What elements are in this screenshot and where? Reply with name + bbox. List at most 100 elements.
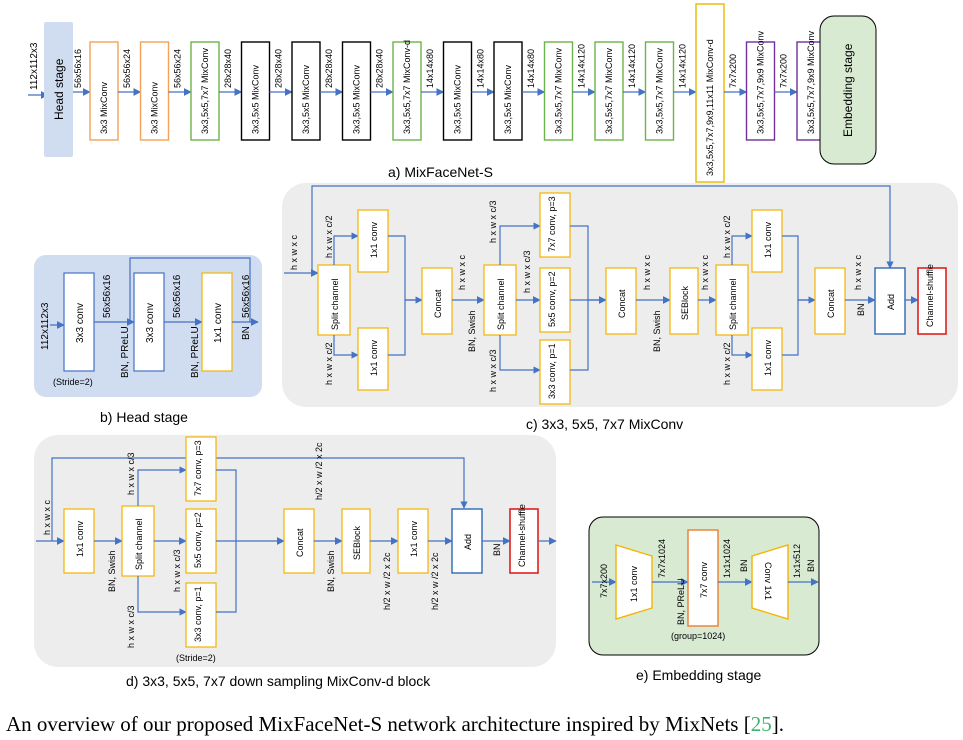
- b-dim3: 56x56x16: [241, 274, 252, 318]
- c-split2-label: Split channel: [496, 278, 506, 330]
- d-seblock: [341, 508, 371, 574]
- e-conv2: [687, 529, 719, 627]
- c-split1-label: Split channel: [330, 278, 340, 330]
- d-conv2-label: 1x1 conv: [409, 520, 419, 557]
- a-dim: 28x28x40: [223, 49, 233, 88]
- d-stride: (Stride=2): [176, 653, 216, 663]
- a-block: [594, 41, 624, 141]
- d-dim-half3: h/2 x w /2 x 2c: [430, 552, 440, 610]
- section-c: h x w x c Split channel h x w x c/2 h x …: [282, 183, 958, 432]
- d-dim-c3c: h x w x c/3: [126, 605, 136, 648]
- e-conv1-trapezoid: [615, 544, 653, 620]
- b-conv2-label: 3x3 conv: [145, 303, 156, 343]
- a-block: [240, 41, 271, 141]
- c-add-label: Add: [886, 294, 896, 310]
- c-dim-c3a: h x w x c/3: [488, 200, 498, 243]
- a-block-label: 3x3,5x5,7x7 MixConv: [200, 47, 210, 134]
- d-conv5-label: 5x5 conv, p=2: [193, 512, 203, 568]
- a-block-label: 3x3 MixConv: [150, 81, 160, 134]
- c-concat1-label: Concat: [433, 289, 443, 318]
- e-input-dim: 7x7x200: [599, 564, 609, 598]
- a-block: [695, 3, 725, 183]
- c-conv1x1-b-label: 1x1 conv: [369, 339, 379, 376]
- c-split1: [317, 264, 351, 336]
- a-block-label: 3x3 MixConv: [99, 81, 109, 134]
- a-block: [543, 41, 574, 141]
- c-bnswish2: BN, Swish: [652, 310, 662, 352]
- c-dim-c2d: h x w x c/2: [722, 342, 732, 385]
- a-dim: 7x7x200: [728, 54, 738, 88]
- a-block-label: 3x3,5x5 MixConv: [301, 64, 311, 134]
- a-dim: 56x56x24: [122, 49, 132, 88]
- e-dim2: 1x1x1024: [722, 539, 732, 578]
- d-conv3-label: 3x3 conv, p=1: [193, 586, 203, 642]
- a-block-label: 3x3,5x5,7x7,9x9,11x11 MixConv-d: [705, 39, 715, 176]
- a-dim: 28x28x40: [324, 49, 334, 88]
- c-conv5-label: 5x5 conv, p=2: [547, 271, 557, 327]
- a-block-label: 3x3,5x5,7x7 MixConv: [554, 47, 564, 134]
- c-dim-c3b: h x w x c/3: [522, 250, 532, 293]
- c-dim-c2a: h x w x c/2: [324, 215, 334, 258]
- e-bn: BN: [739, 559, 749, 572]
- d-split-label: Split channel: [134, 518, 144, 570]
- d-bn: BN: [492, 543, 502, 556]
- d-shuffle: [509, 508, 539, 574]
- a-dim: 56x56x16: [73, 49, 83, 88]
- c-conv1x1-a: [357, 209, 389, 273]
- a-block-label: 3x3,5x5,7x7 MixConv-d: [402, 40, 412, 134]
- e-bnprelu: BN, PReLU: [676, 578, 686, 625]
- e-group: (group=1024): [671, 631, 725, 641]
- d-bnswish2: BN, Swish: [326, 550, 336, 592]
- c-conv7-label: 7x7 conv, p=3: [547, 196, 557, 252]
- a-dim: 14x14x80: [476, 49, 486, 88]
- a-dim: 28x28x40: [274, 49, 284, 88]
- a-dim: 14x14x80: [425, 49, 435, 88]
- e-dim1: 7x7x1024: [657, 539, 667, 578]
- d-dim-c3a: h x w x c/3: [126, 452, 136, 495]
- d-bnswish1: BN, Swish: [107, 550, 117, 592]
- c-dim-hwc4: h x w x c: [853, 254, 863, 290]
- a-block-label: 3x3,5x5 MixConv: [503, 64, 513, 134]
- c-caption: c) 3x3, 5x5, 7x7 MixConv: [526, 416, 683, 432]
- c-conv1x1-d-label: 1x1 conv: [763, 339, 773, 376]
- d-conv1-label: 1x1 conv: [75, 520, 85, 557]
- a-block-label: 3x3,5x5 MixConv: [251, 64, 261, 134]
- b-dim1: 56x56x16: [102, 274, 113, 318]
- a-head-label: Head stage: [52, 58, 66, 120]
- d-add-label: Add: [463, 534, 473, 550]
- c-concat3-label: Concat: [826, 289, 836, 318]
- a-block-label: 3x3,5x5 MixConv: [453, 64, 463, 134]
- b-caption: b) Head stage: [100, 409, 188, 425]
- a-block: [190, 41, 220, 141]
- c-concat3: [814, 267, 846, 335]
- e-caption: e) Embedding stage: [636, 667, 762, 683]
- c-bnswish1: BN, Swish: [467, 310, 477, 352]
- c-conv3: [539, 339, 571, 405]
- a-block: [493, 41, 523, 141]
- c-seblock: [669, 267, 699, 335]
- a-block: [644, 41, 675, 141]
- b-conv2-box: [133, 272, 165, 372]
- b-bn3: BN: [241, 326, 252, 340]
- c-split3-label: Split channel: [728, 278, 738, 330]
- b-conv1-box: [63, 272, 95, 372]
- a-block: [291, 41, 321, 141]
- section-b: 112x112x3 3x3 conv (Stride=2) 56x56x16 B…: [34, 255, 262, 425]
- a-block-label: 3x3,5x5,7x7 MixConv: [604, 47, 614, 134]
- d-add: [451, 508, 483, 574]
- c-conv7: [539, 192, 571, 258]
- c-add: [874, 267, 906, 335]
- c-conv1x1-c-label: 1x1 conv: [763, 221, 773, 258]
- c-conv1x1-a-label: 1x1 conv: [369, 221, 379, 258]
- a-block-label: 3x3,5x5,7x7,9x9 MixConv: [806, 30, 816, 134]
- c-conv1x1-b: [357, 327, 389, 391]
- c-dim-hwc3: h x w x c: [700, 254, 710, 290]
- d-input-dim: h x w x c: [42, 499, 52, 535]
- d-dim-half1: h/2 x w /2 x 2c: [314, 442, 324, 500]
- e-conv2-label: 7x7 conv: [699, 561, 709, 598]
- a-block: [442, 41, 473, 141]
- b-stride: (Stride=2): [53, 377, 93, 387]
- b-conv3-box: [201, 272, 233, 372]
